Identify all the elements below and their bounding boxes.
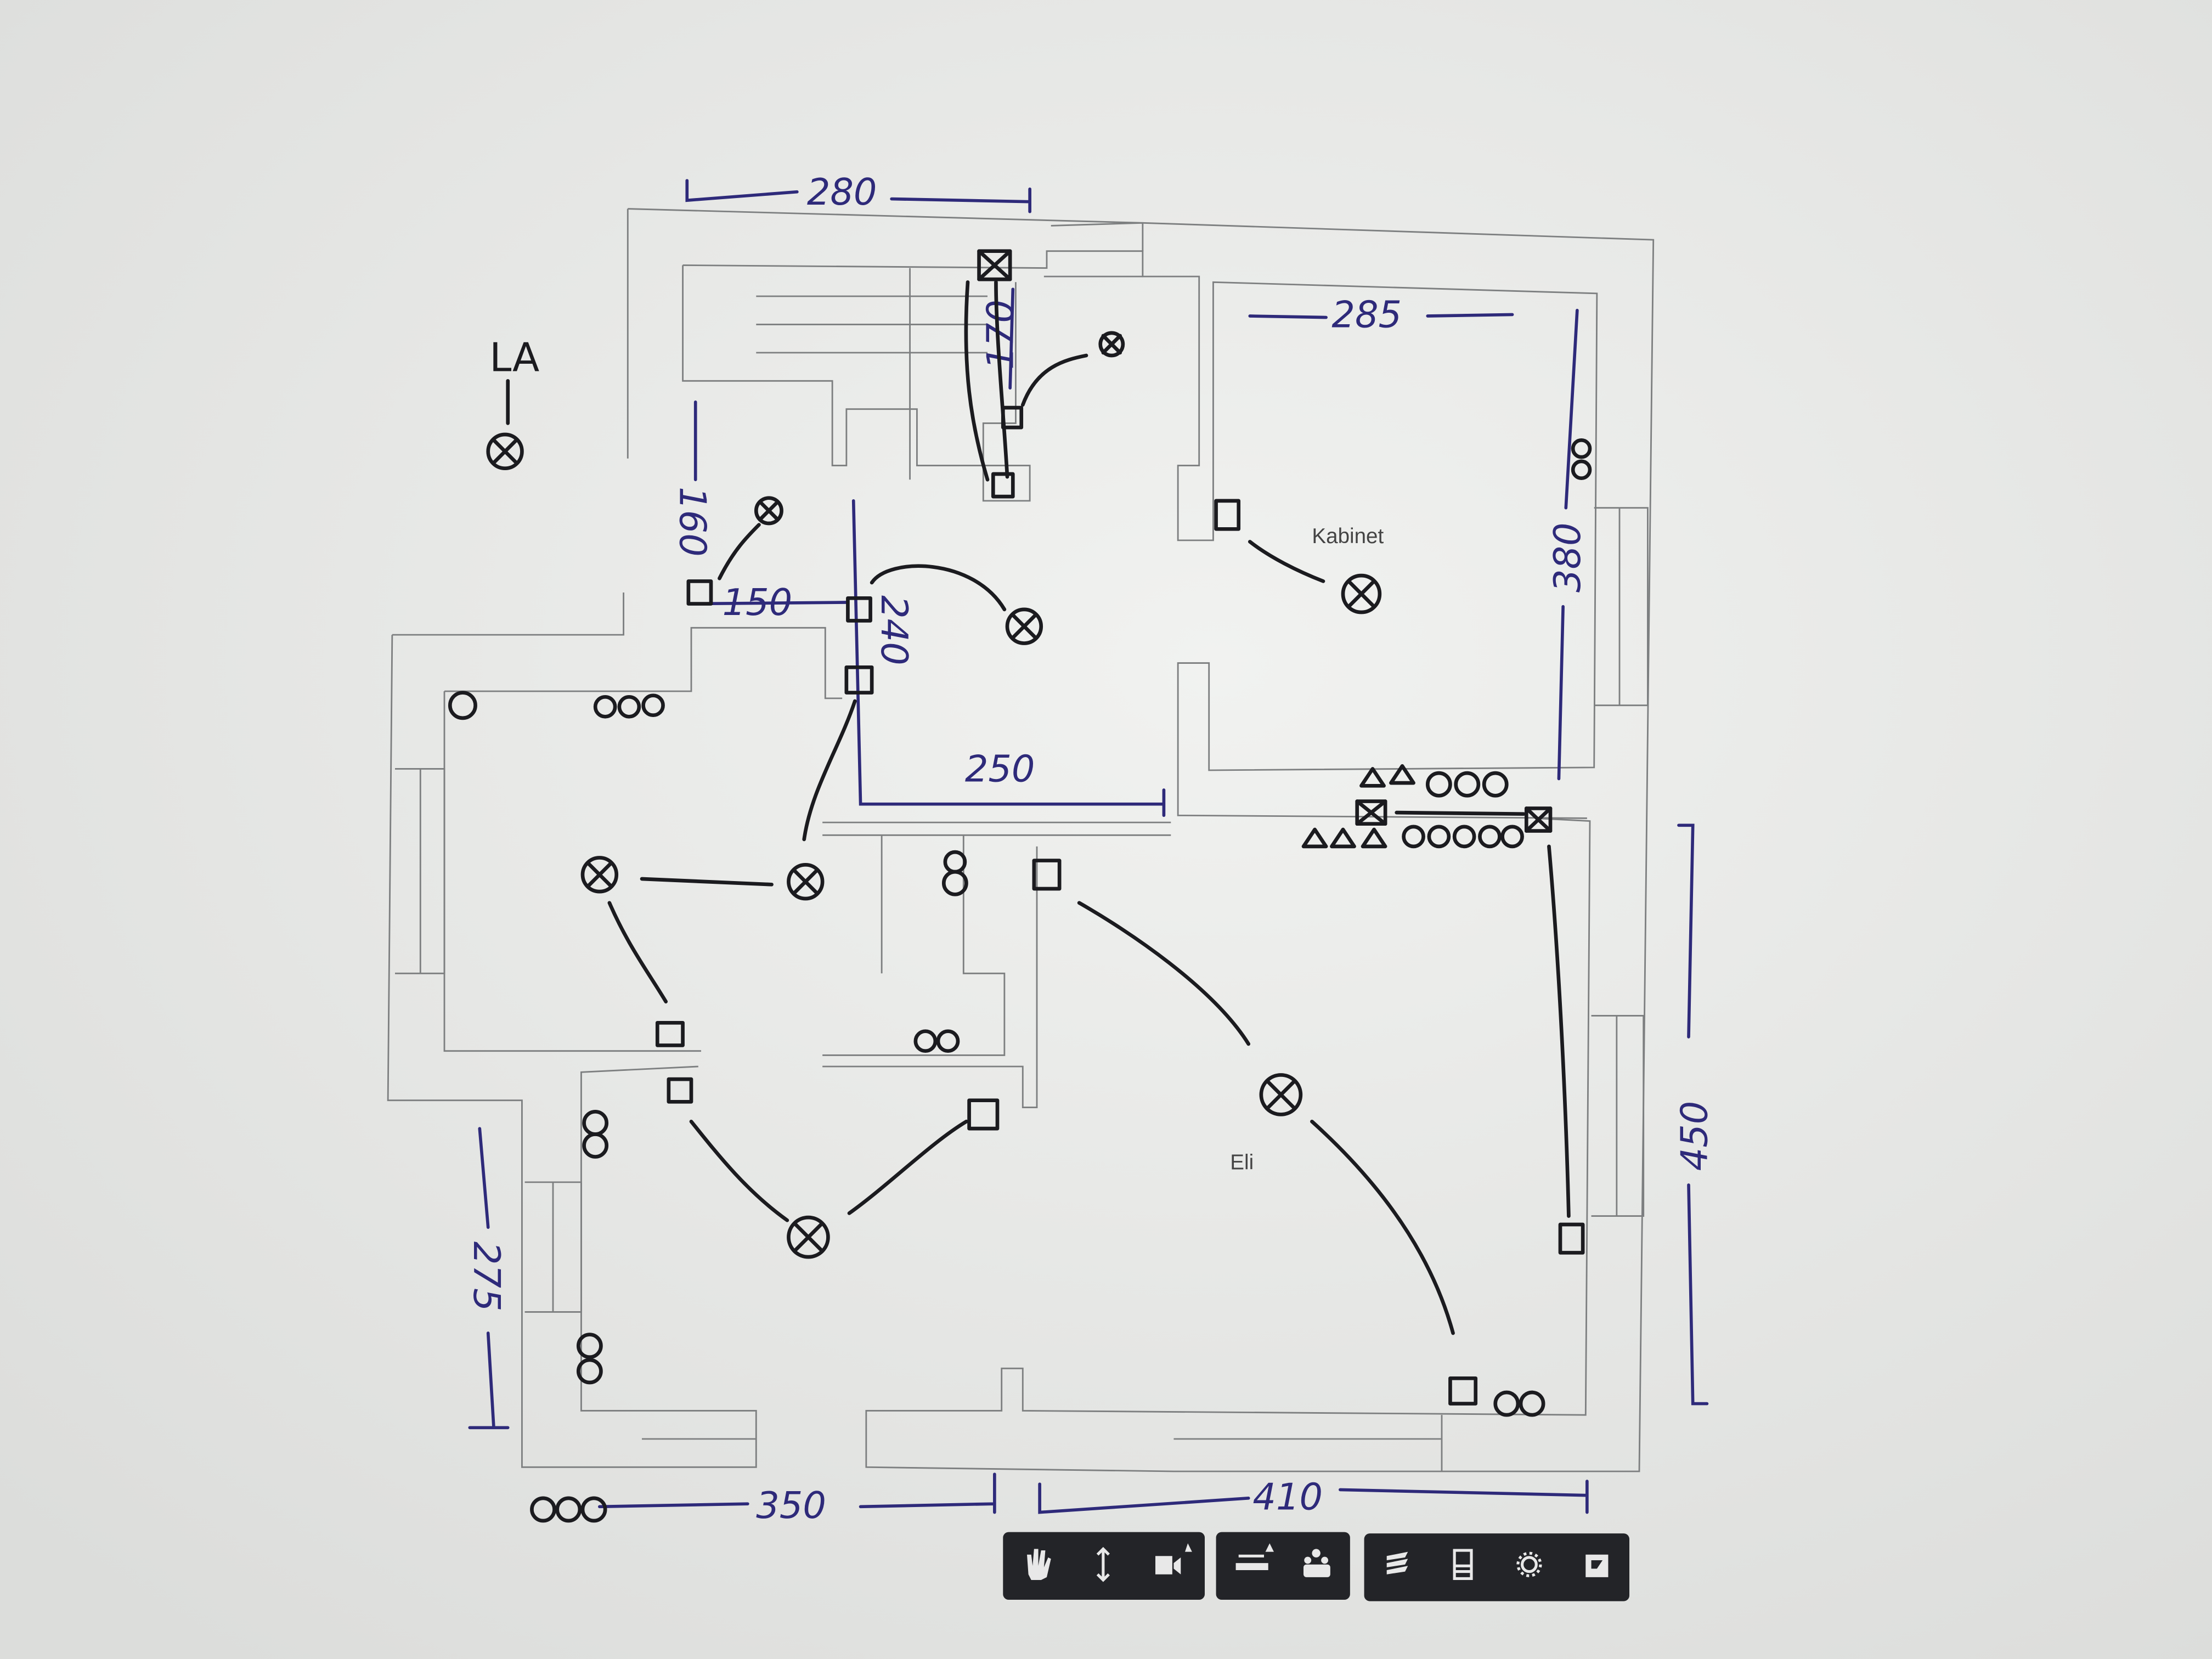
dim-160: 160 xyxy=(671,487,714,557)
hand-icon[interactable] xyxy=(1027,1549,1051,1580)
fullscreen-icon[interactable] xyxy=(1585,1554,1609,1577)
viewer-toolbar xyxy=(1003,1532,1629,1601)
ceiling-light-icon xyxy=(1341,573,1382,614)
electrical-symbols xyxy=(448,249,1592,1523)
boxed-light-icon xyxy=(1355,799,1387,826)
legend-label-la: LA xyxy=(489,334,539,380)
boxed-light-icon xyxy=(1524,806,1553,833)
layers-icon[interactable] xyxy=(1386,1551,1408,1575)
ceiling-light-icon xyxy=(787,1215,830,1259)
panel-icon[interactable] xyxy=(1453,1549,1473,1580)
socket-icons xyxy=(448,438,1592,1523)
dim-380: 380 xyxy=(1546,522,1589,592)
dim-280: 280 xyxy=(807,171,877,213)
measure-icon[interactable] xyxy=(1235,1543,1274,1570)
room-label-eli: Eli xyxy=(1230,1151,1254,1175)
dim-410: 410 xyxy=(1252,1475,1323,1518)
dim-450: 450 xyxy=(1673,1101,1716,1171)
camera-icon[interactable] xyxy=(1155,1543,1192,1575)
ceiling-light-icon xyxy=(486,432,524,471)
dimension-lines xyxy=(468,179,1709,1514)
dim-250: 250 xyxy=(965,748,1035,791)
printed-floor-plan: Kabinet Eli xyxy=(387,208,1655,1472)
toolbar-group-tools xyxy=(1216,1532,1350,1600)
people-icon[interactable] xyxy=(1304,1549,1330,1577)
ceiling-light-icon xyxy=(787,862,825,901)
dim-150: 150 xyxy=(723,581,793,624)
dimension-labels: 280 285 170 160 150 240 250 380 450 275 … xyxy=(465,171,1716,1527)
switch-icons xyxy=(655,405,1585,1406)
vertical-arrows-icon[interactable] xyxy=(1096,1547,1110,1582)
ceiling-light-icon xyxy=(1005,607,1043,645)
boxed-light-icon xyxy=(977,249,1012,281)
ceiling-light-icon xyxy=(1098,331,1125,358)
wires xyxy=(607,280,1571,1335)
ceiling-light-icon xyxy=(754,496,783,526)
dim-285: 285 xyxy=(1331,294,1402,336)
dim-350: 350 xyxy=(756,1484,826,1527)
gear-icon[interactable] xyxy=(1516,1551,1542,1577)
dim-275: 275 xyxy=(465,1242,508,1312)
dim-240: 240 xyxy=(873,595,916,665)
ceiling-light-icon xyxy=(1259,1073,1303,1116)
toolbar-group-settings xyxy=(1364,1533,1629,1601)
room-label-kabinet: Kabinet xyxy=(1312,524,1384,548)
network-socket-icons xyxy=(1301,764,1415,849)
ceiling-light-icon xyxy=(580,856,619,894)
toolbar-group-navigation xyxy=(1003,1532,1205,1600)
